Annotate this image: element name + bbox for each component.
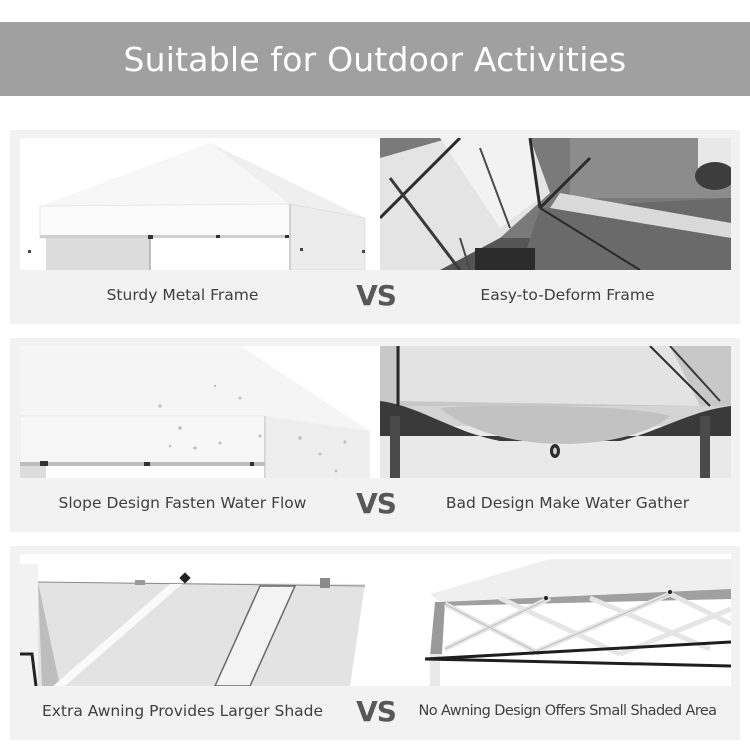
caption-right: Easy-to-Deform Frame	[480, 286, 655, 304]
caption-left: Extra Awning Provides Larger Shade	[41, 702, 324, 720]
awning-canopy-icon	[20, 554, 380, 686]
no-awning-image	[380, 554, 731, 686]
caption-right: Bad Design Make Water Gather	[445, 494, 690, 512]
deformed-frame-image	[380, 138, 731, 270]
vs-label: VS	[356, 694, 397, 728]
tent-canopy-icon	[20, 138, 380, 270]
sturdy-frame-image	[20, 138, 380, 270]
caption-right: No Awning Design Offers Small Shaded Are…	[418, 703, 718, 719]
slope-design-image	[20, 346, 380, 478]
vs-label: VS	[356, 278, 397, 312]
sloped-roof-icon	[20, 346, 380, 478]
water-gather-image	[380, 346, 731, 478]
caption-left: Sturdy Metal Frame	[106, 286, 259, 304]
comparison-panel-frame: Sturdy Metal Frame VS Easy-to-Deform Fra…	[10, 130, 740, 324]
comparison-panel-water: Slope Design Fasten Water Flow VS Bad De…	[10, 338, 740, 532]
vs-label: VS	[356, 486, 397, 520]
scissor-truss-canopy-icon	[380, 554, 731, 686]
caption-left: Slope Design Fasten Water Flow	[58, 494, 307, 512]
sagging-canopy-photo-icon	[380, 346, 731, 478]
page-title: Suitable for Outdoor Activities	[123, 39, 627, 79]
extra-awning-image	[20, 554, 380, 686]
comparison-panel-awning: Extra Awning Provides Larger Shade VS No…	[10, 546, 740, 740]
broken-tent-photo-icon	[380, 138, 731, 270]
title-banner: Suitable for Outdoor Activities	[0, 22, 750, 96]
